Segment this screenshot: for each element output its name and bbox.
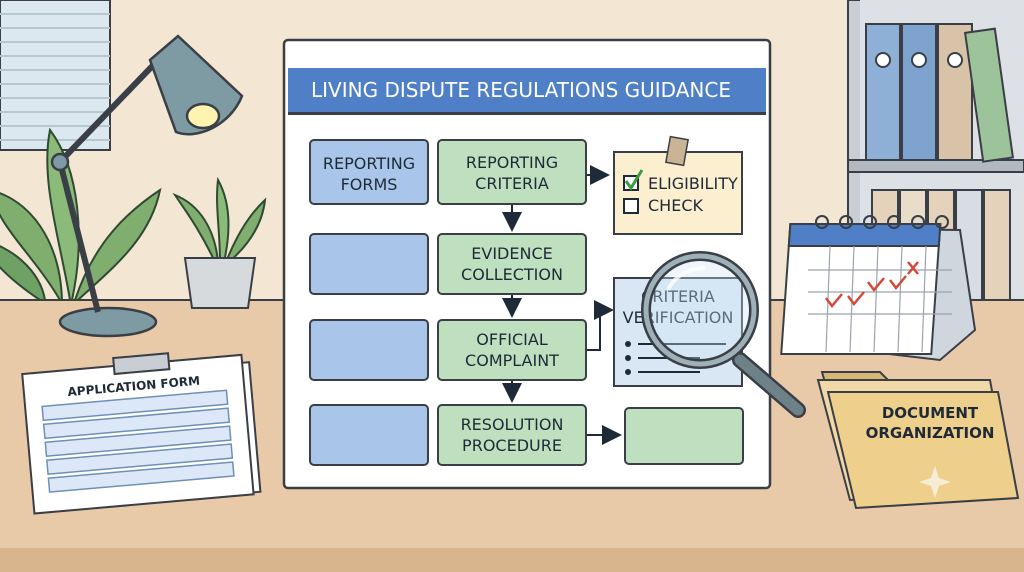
step-3-line1: OFFICIAL bbox=[476, 330, 548, 349]
eligibility-note bbox=[613, 135, 743, 235]
desk-lamp-icon bbox=[50, 34, 244, 338]
potted-plant-icon bbox=[172, 176, 267, 309]
box-left-4 bbox=[309, 404, 429, 466]
step-evidence-collection bbox=[437, 233, 587, 295]
left-column bbox=[309, 139, 429, 466]
sparkle-icon bbox=[919, 466, 951, 498]
flow-arrows bbox=[502, 165, 622, 445]
calendar-icon bbox=[780, 215, 977, 362]
board-title: LIVING DISPUTE REGULATIONS GUIDANCE bbox=[311, 78, 731, 102]
eligibility-line2: CHECK bbox=[648, 196, 703, 215]
potted-plant-icon bbox=[0, 127, 162, 301]
verification-card bbox=[613, 277, 743, 387]
box-left-3 bbox=[309, 319, 429, 381]
step-resolution-procedure bbox=[437, 404, 587, 466]
step-official-complaint bbox=[437, 319, 587, 381]
main-steps bbox=[437, 139, 587, 466]
step-1-line2: CRITERIA bbox=[475, 174, 549, 193]
box-reporting-forms bbox=[309, 139, 429, 205]
step-3-line2: COMPLAINT bbox=[465, 351, 559, 370]
verification-line1: CRITERIA bbox=[641, 287, 715, 306]
folder-label-line2: ORGANIZATION bbox=[866, 424, 995, 442]
step-2-line2: COLLECTION bbox=[461, 265, 563, 284]
window-blinds bbox=[0, 0, 111, 151]
left-box-1-line1: REPORTING bbox=[323, 154, 415, 173]
step-4-line1: RESOLUTION bbox=[461, 415, 564, 434]
left-box-1-line2: FORMS bbox=[341, 175, 398, 194]
desk-edge bbox=[0, 548, 1024, 572]
magnifying-glass-icon bbox=[641, 251, 806, 418]
folder-icon: DOCUMENT ORGANIZATION bbox=[816, 371, 1020, 510]
clipboard-icon: APPLICATION FORM bbox=[21, 352, 262, 515]
eligibility-line1: ELIGIBILITY bbox=[648, 174, 738, 193]
check-checkbox bbox=[623, 198, 639, 214]
tape bbox=[665, 135, 689, 167]
checkmark-icon bbox=[624, 169, 644, 191]
step-1-line1: REPORTING bbox=[466, 153, 558, 172]
end-box bbox=[624, 407, 744, 465]
step-4-line2: PROCEDURE bbox=[462, 436, 562, 455]
box-left-2 bbox=[309, 233, 429, 295]
arrow-to-verification bbox=[587, 300, 614, 351]
step-2-line1: EVIDENCE bbox=[471, 244, 552, 263]
step-reporting-criteria bbox=[437, 139, 587, 205]
board-header bbox=[288, 68, 766, 112]
folder-label-line1: DOCUMENT bbox=[882, 404, 979, 422]
